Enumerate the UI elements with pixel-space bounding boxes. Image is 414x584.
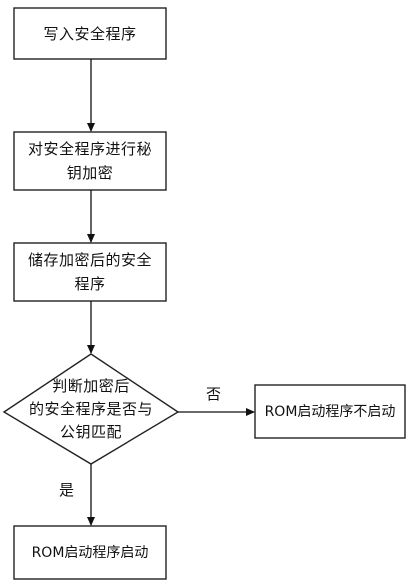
step-1-line-1: 写入安全程序 <box>43 24 137 43</box>
decision-line-2: 的安全程序是否与 <box>28 399 153 418</box>
no-result-text: ROM启动程序不启动 <box>255 385 405 438</box>
step-box-1 <box>13 7 167 60</box>
step-2-line-2: 钥加密 <box>66 164 114 182</box>
step-box-2 <box>13 131 167 191</box>
step-3-line-1: 储存加密后的安全 <box>27 251 152 269</box>
yes-result-label: ROM启动程序启动 <box>31 544 149 561</box>
step-1-text: 写入安全程序 <box>14 8 166 59</box>
yes-result-text: ROM启动程序启动 <box>14 526 166 579</box>
step-3-text: 储存加密后的安全 程序 <box>14 243 166 301</box>
yes-result-box <box>13 525 167 580</box>
no-result-box <box>254 384 406 439</box>
step-3-line-2: 程序 <box>74 275 106 293</box>
decision-text: 判断加密后 的安全程序是否与 公钥匹配 <box>4 372 178 446</box>
decision-line-1: 判断加密后 <box>52 376 130 395</box>
decision-line-3: 公钥匹配 <box>59 422 122 441</box>
no-branch-label: 否 <box>206 385 222 403</box>
no-result-label: ROM启动程序不启动 <box>264 403 396 420</box>
step-box-3 <box>13 242 167 302</box>
step-2-line-1: 对安全程序进行秘 <box>27 140 152 158</box>
step-2-text: 对安全程序进行秘 钥加密 <box>14 132 166 190</box>
yes-branch-label: 是 <box>59 481 75 499</box>
